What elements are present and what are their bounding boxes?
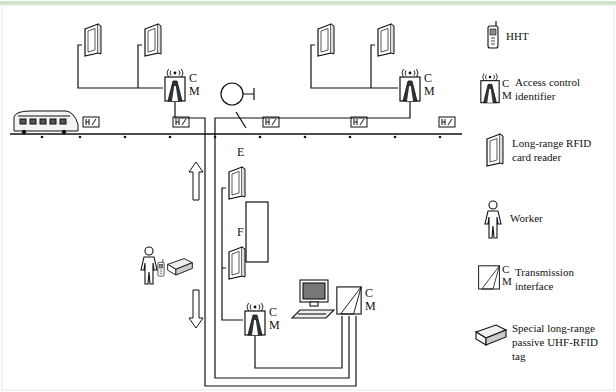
signal-wire <box>175 102 356 386</box>
callout-label: C M <box>502 78 511 101</box>
access-identifier: C M <box>243 302 279 336</box>
signal-wire <box>255 316 342 368</box>
identifier-icon <box>243 302 267 336</box>
access-identifier: C M <box>163 68 199 102</box>
callout-label: E <box>236 146 245 159</box>
legend-text: Special long-range passive UHF-RFID tag <box>512 322 610 363</box>
signal-wire <box>215 102 410 378</box>
legend-text: Worker <box>510 212 600 226</box>
access-identifier: C M <box>398 68 434 102</box>
identifier-icon <box>398 68 422 102</box>
legend-text: HHT <box>506 30 596 44</box>
identifier-icon <box>163 68 187 102</box>
callout-label: C M <box>502 264 511 287</box>
legend-text: Access control identifier <box>515 76 609 104</box>
identifier-icon <box>335 284 363 316</box>
callout-label: F <box>236 226 245 239</box>
node-label: C M <box>269 306 279 331</box>
node-label: C M <box>365 287 375 312</box>
legend-text: Long-range RFID card reader <box>512 137 608 165</box>
node-label: C M <box>189 72 199 97</box>
access-identifier: C M <box>335 284 375 316</box>
node-label: C M <box>424 72 434 97</box>
legend-text: Transmission interface <box>515 266 595 294</box>
